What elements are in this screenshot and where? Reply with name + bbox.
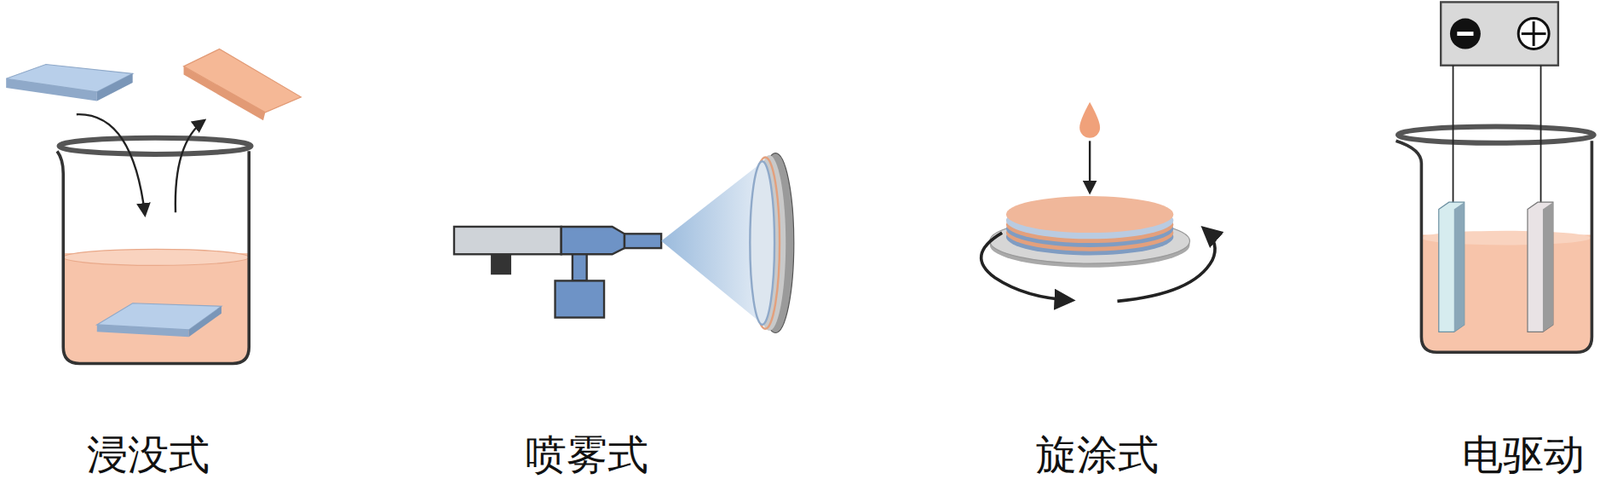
dip-beaker xyxy=(5,49,301,364)
electro-beaker xyxy=(1395,1,1594,352)
method-caption: 浸没式 xyxy=(86,431,210,478)
spin-coater xyxy=(981,102,1215,302)
method-caption: 电驱动 xyxy=(1461,431,1585,478)
method-caption: 旋涂式 xyxy=(1035,431,1159,478)
method-caption: 喷雾式 xyxy=(525,431,649,478)
spray-gun xyxy=(454,153,795,334)
